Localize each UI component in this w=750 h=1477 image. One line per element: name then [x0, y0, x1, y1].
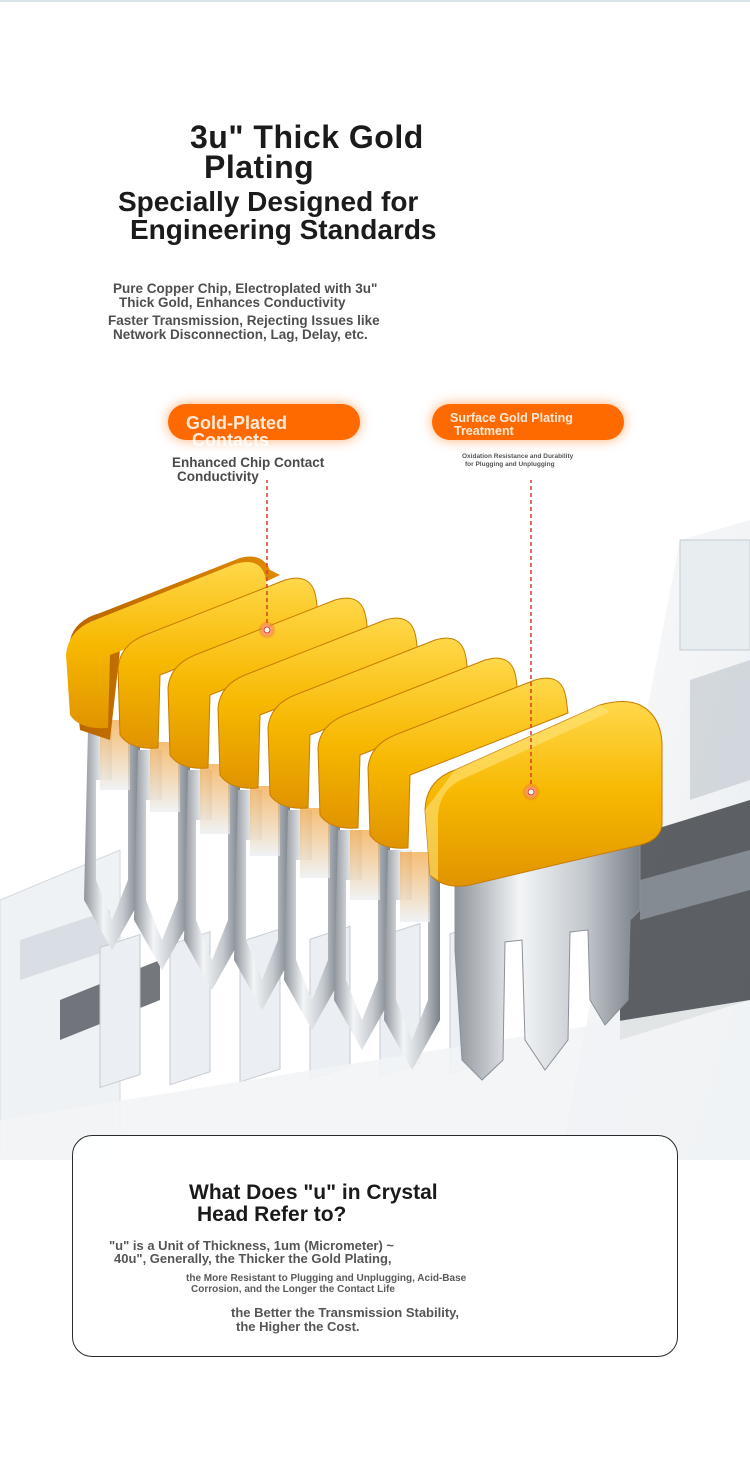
info-p2-line-1: the More Resistant to Plugging and Unplu… — [186, 1273, 467, 1284]
callout-left-text: Enhanced Chip Contact Conductivity — [172, 456, 324, 484]
surface-plating-tag: Surface Gold Plating Treatment — [432, 404, 624, 440]
info-p3-line-2: the Higher the Cost. — [236, 1319, 360, 1334]
gold-plated-contacts-tag: Gold-Plated Contacts — [168, 404, 360, 449]
info-p3-line-1: the Better the Transmission Stability, — [231, 1305, 460, 1320]
callout-right-line-2: for Plugging and Unplugging — [465, 461, 555, 468]
info-p1-line-2: 40u", Generally, the Thicker the Gold Pl… — [114, 1251, 392, 1266]
headline-line-2: Plating — [204, 149, 315, 185]
subheadline-line-2: Engineering Standards — [130, 214, 437, 245]
description-p1-line-2: Thick Gold, Enhances Conductivity — [119, 295, 346, 310]
callout-left-line-2: Conductivity — [177, 469, 259, 484]
info-paragraph-1: "u" is a Unit of Thickness, 1um (Microme… — [109, 1239, 394, 1265]
surface-plating-label: Surface Gold Plating Treatment — [450, 412, 573, 438]
top-divider — [0, 0, 750, 2]
info-paragraph-3: the Better the Transmission Stability, t… — [231, 1306, 459, 1334]
callout-left-line-1: Enhanced Chip Contact — [172, 455, 325, 470]
tag-right-line-1: Surface Gold Plating — [450, 411, 573, 425]
tag-right-line-2: Treatment — [454, 424, 514, 438]
tag-left-line-2: Contacts — [192, 430, 270, 450]
callout-right-line-1: Oxidation Resistance and Durability — [462, 453, 574, 460]
info-title-line-2: Head Refer to? — [197, 1203, 347, 1226]
headline-line-1: 3u" Thick Gold — [190, 119, 424, 155]
headline: 3u" Thick Gold Plating — [190, 119, 510, 185]
connector-illustration — [0, 480, 750, 1160]
description-paragraph-1: Pure Copper Chip, Electroplated with 3u"… — [108, 282, 458, 310]
tag-left-line-1: Gold-Plated — [186, 413, 288, 433]
subheadline-line-1: Specially Designed for — [118, 186, 419, 217]
info-title: What Does "u" in Crystal Head Refer to? — [189, 1182, 438, 1226]
callout-right-text: Oxidation Resistance and Durability for … — [462, 453, 573, 469]
description-p2-line-2: Network Disconnection, Lag, Delay, etc. — [113, 327, 368, 342]
description-p1-line-1: Pure Copper Chip, Electroplated with 3u" — [113, 281, 378, 296]
subheadline: Specially Designed for Engineering Stand… — [118, 188, 538, 244]
description: Pure Copper Chip, Electroplated with 3u"… — [108, 282, 458, 346]
info-paragraph-2: the More Resistant to Plugging and Unplu… — [186, 1273, 466, 1295]
info-title-line-1: What Does "u" in Crystal — [189, 1181, 438, 1204]
info-p2-line-2: Corrosion, and the Longer the Contact Li… — [191, 1284, 395, 1295]
info-p1-line-1: "u" is a Unit of Thickness, 1um (Microme… — [109, 1238, 395, 1253]
gold-contacts — [66, 556, 663, 887]
info-card: What Does "u" in Crystal Head Refer to? … — [72, 1135, 678, 1357]
description-p2-line-1: Faster Transmission, Rejecting Issues li… — [108, 313, 380, 328]
gold-plated-contacts-label: Gold-Plated Contacts — [186, 413, 288, 450]
contact-legs — [84, 720, 641, 1081]
description-paragraph-2: Faster Transmission, Rejecting Issues li… — [108, 314, 458, 342]
